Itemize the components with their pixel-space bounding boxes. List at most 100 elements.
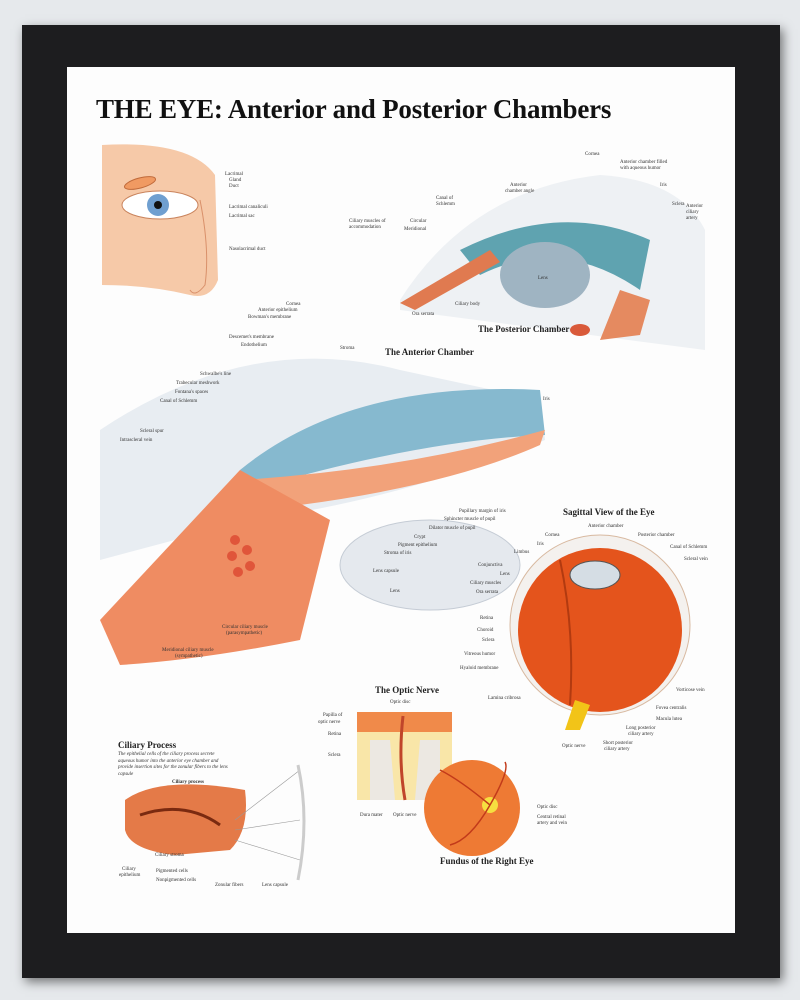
sagittal-view-title: Sagittal View of the Eye: [563, 507, 655, 517]
label: Ciliary: [122, 867, 136, 872]
anterior-chamber-title: The Anterior Chamber: [385, 347, 474, 357]
optic-nerve-illustration: [357, 712, 520, 856]
label: ciliary artery: [628, 732, 654, 737]
label: Short posterior: [603, 741, 633, 746]
label: Descemet's membrane: [229, 335, 274, 340]
label: Lens: [538, 276, 548, 281]
label: Vorticose vein: [676, 688, 705, 693]
label: Dilator muscle of pupil: [429, 526, 476, 531]
posterior-chamber-illustration: [400, 175, 705, 350]
label: Ciliary process: [172, 780, 204, 785]
label: Canal of Schlemm: [160, 399, 198, 404]
label: Fovea centralis: [656, 706, 687, 711]
face-illustration: [102, 144, 218, 296]
label: Lamina cribrosa: [488, 696, 521, 701]
label: Long posterior: [626, 726, 656, 731]
label: Lacrimal sac: [229, 214, 255, 219]
label: chamber angle: [505, 189, 535, 194]
label: Sclera: [328, 753, 341, 758]
label: Ora serrata: [476, 590, 499, 595]
label: Schlemm: [436, 202, 455, 207]
label: Ciliary body: [455, 302, 481, 307]
label: Sclera: [482, 638, 495, 643]
label: Lens capsule: [262, 883, 288, 888]
label: Retina: [480, 616, 494, 621]
label: Optic nerve: [393, 813, 417, 818]
label: Schwalbe's line: [200, 372, 232, 377]
label: Duct: [229, 184, 239, 189]
fundus-title: Fundus of the Right Eye: [440, 856, 534, 866]
label: Lens: [500, 572, 510, 577]
label: Iris: [660, 183, 667, 188]
label: artery and vein: [537, 821, 567, 826]
label: Choroid: [477, 628, 494, 633]
ciliary-process-title: Ciliary Process: [118, 740, 177, 750]
label: Anterior: [510, 183, 527, 188]
poster-title: THE EYE: Anterior and Posterior Chambers: [96, 94, 612, 124]
label: Anterior chamber: [588, 524, 624, 529]
label: Conjunctiva: [478, 563, 503, 568]
label: Central retinal: [537, 815, 566, 820]
label: Nasolacrimal duct: [229, 247, 266, 252]
label: Limbus: [514, 550, 530, 555]
label: Papilla of: [323, 713, 343, 718]
label: Canal of Schlemm: [670, 545, 708, 550]
optic-nerve-title: The Optic Nerve: [375, 685, 439, 695]
label: Meridional ciliary muscle: [162, 648, 214, 653]
label: ciliary artery: [604, 747, 630, 752]
label: (parasympathetic): [226, 631, 263, 636]
posterior-chamber-title: The Posterior Chamber: [478, 324, 570, 334]
label: Lacrimal: [225, 172, 244, 177]
label: Circular ciliary muscle: [222, 625, 268, 630]
label: Pigment epithelium: [398, 543, 438, 548]
label: Lacrimal canaliculi: [229, 205, 268, 210]
label: Pigmented cells: [156, 869, 188, 874]
label: Circular: [410, 219, 427, 224]
label: Lens: [390, 589, 400, 594]
label: Pupillary margin of iris: [459, 509, 506, 514]
anterior-chamber-illustration: [100, 358, 545, 665]
label: ciliary: [686, 210, 699, 215]
label: Sphincter muscle of pupil: [444, 517, 496, 522]
label: Stroma of iris: [384, 551, 412, 556]
label: artery: [686, 216, 698, 221]
label: Ora serrata: [412, 312, 435, 317]
label: Retina: [328, 732, 342, 737]
label: Posterior chamber: [638, 533, 675, 538]
label: Iris: [543, 397, 550, 402]
label: Scleral spur: [140, 429, 164, 434]
label: Cornea: [585, 152, 600, 157]
label: Dura mater: [360, 813, 383, 818]
label: Bowman's membrane: [248, 315, 292, 320]
label: (sympathetic): [175, 654, 203, 659]
label: Canal of: [436, 196, 454, 201]
label: Cornea: [545, 533, 560, 538]
ciliary-process-illustration: [125, 764, 306, 881]
label: Sclera: [672, 202, 685, 207]
label: Hyaloid membrane: [460, 666, 499, 671]
label: Stroma: [340, 346, 355, 351]
sagittal-eye-illustration: [509, 534, 691, 730]
label: Cornea: [286, 302, 301, 307]
label: Ciliary muscles of: [349, 219, 386, 224]
label: with aqueous humor: [620, 166, 661, 171]
label: Endothelium: [241, 343, 267, 348]
label: Meridional: [404, 227, 427, 232]
label: Scleral vein: [684, 557, 708, 562]
label: Iris: [537, 542, 544, 547]
label: optic nerve: [318, 720, 341, 725]
label: Fontana's spaces: [175, 390, 209, 395]
label: Anterior epithelium: [258, 308, 298, 313]
label: Gland: [229, 178, 242, 183]
label: epithelium: [119, 873, 141, 878]
label: Ciliary muscles: [470, 581, 502, 586]
label: Intrascleral vein: [120, 438, 153, 443]
label: Ciliary stroma: [155, 853, 184, 858]
label: Optic nerve: [562, 744, 586, 749]
label: Zonular fibers: [215, 883, 244, 888]
label: Optic disc: [390, 700, 411, 705]
label: Macula lutea: [656, 717, 682, 722]
label: Nonpigmented cells: [156, 878, 197, 883]
label: Trabecular meshwork: [176, 381, 220, 386]
